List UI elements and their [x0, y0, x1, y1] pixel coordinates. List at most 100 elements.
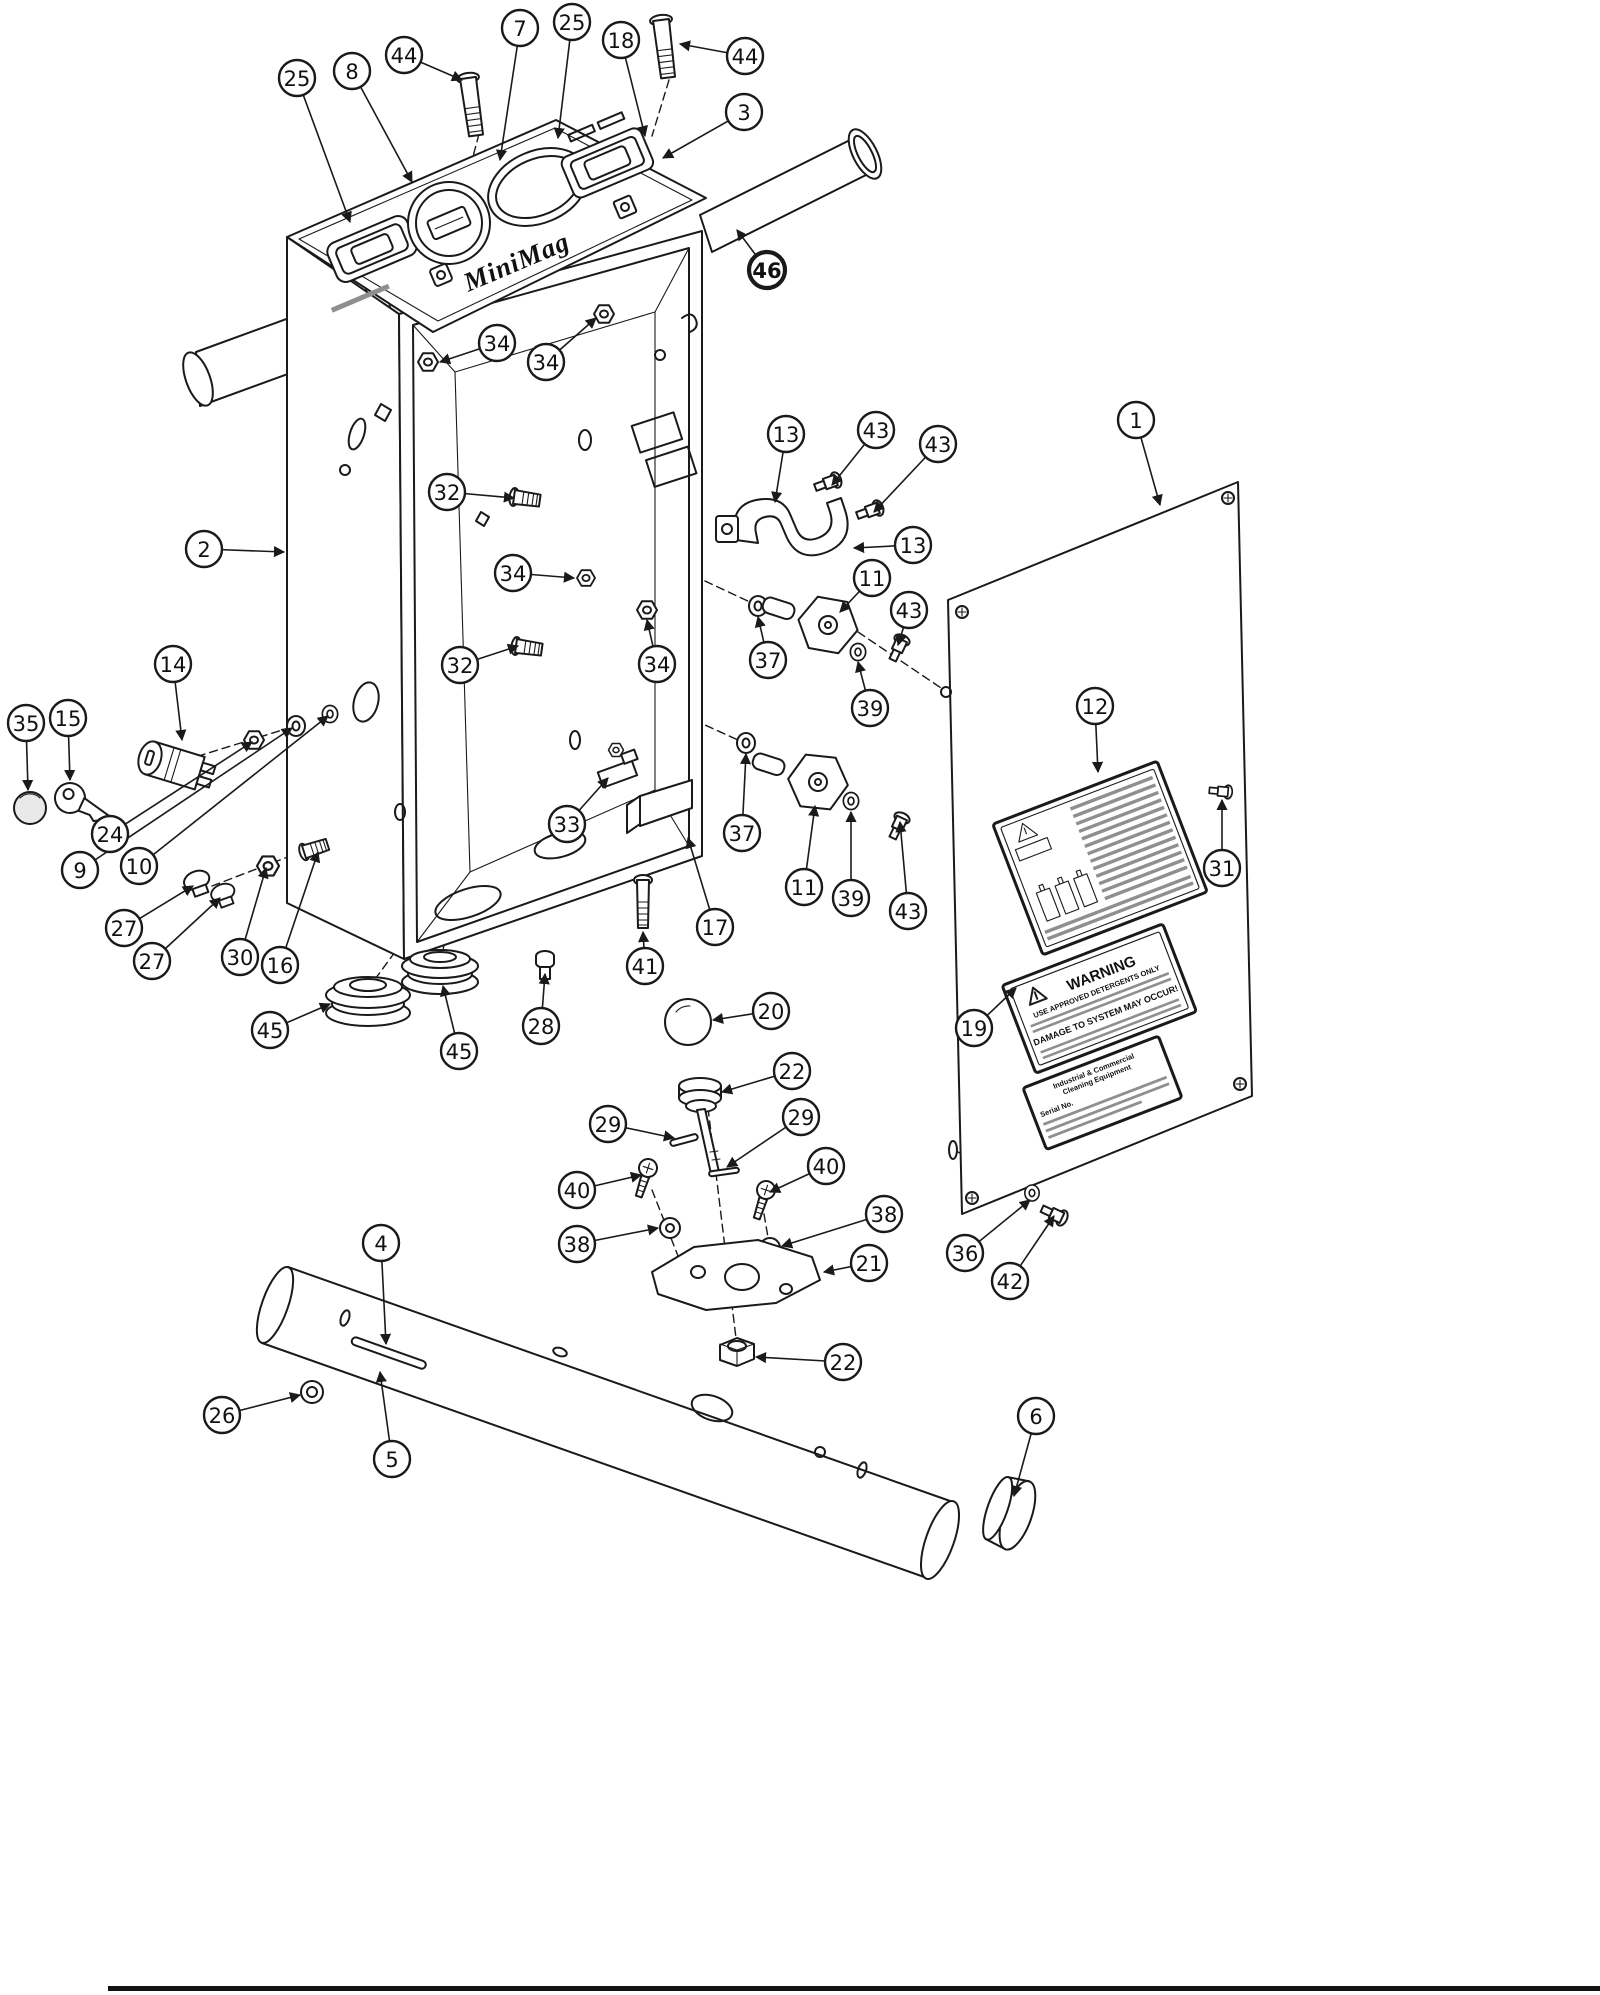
svg-text:15: 15 [55, 707, 82, 731]
svg-text:7: 7 [513, 17, 526, 41]
callout-40: 40 [768, 1146, 846, 1193]
svg-text:4: 4 [374, 1232, 387, 1256]
svg-text:39: 39 [857, 697, 884, 721]
ball-knob-20 [664, 998, 712, 1046]
svg-text:43: 43 [896, 599, 923, 623]
callout-39: 39 [831, 810, 871, 918]
callout-35: 35 [6, 703, 46, 792]
callout-44: 44 [384, 35, 464, 82]
callout-13: 13 [766, 414, 806, 504]
callout-17: 17 [685, 836, 735, 947]
callout-1: 1 [1116, 400, 1163, 507]
callout-10: 10 [119, 715, 329, 886]
callout-22: 22 [754, 1342, 863, 1382]
callout-4: 4 [361, 1223, 401, 1346]
svg-text:28: 28 [528, 1015, 555, 1039]
svg-text:27: 27 [139, 950, 166, 974]
svg-text:10: 10 [126, 855, 153, 879]
screw-44 [648, 12, 680, 80]
screw-41 [633, 874, 653, 929]
svg-text:26: 26 [209, 1404, 236, 1428]
callout-13: 13 [852, 525, 933, 565]
console-body [286, 230, 703, 960]
detergent-knob-11 [784, 752, 852, 812]
callout-26: 26 [202, 1392, 302, 1435]
svg-text:13: 13 [900, 534, 927, 558]
svg-text:34: 34 [644, 653, 671, 677]
callout-27: 27 [104, 885, 194, 948]
svg-text:31: 31 [1209, 857, 1236, 881]
svg-text:43: 43 [863, 419, 890, 443]
svg-text:6: 6 [1029, 1405, 1042, 1429]
warning-label: WARNING USE APPROVED DETERGENTS ONLY DAM… [1001, 923, 1198, 1074]
screw-43 [853, 497, 887, 525]
svg-text:20: 20 [758, 1000, 785, 1024]
svg-text:13: 13 [773, 423, 800, 447]
svg-text:34: 34 [484, 332, 511, 356]
washer-39 [849, 642, 867, 662]
grommet-45 [325, 976, 411, 1027]
callout-43: 43 [888, 820, 928, 931]
callout-31: 31 [1202, 798, 1242, 888]
svg-text:45: 45 [257, 1019, 284, 1043]
cap-35 [13, 791, 47, 825]
callout-29: 29 [588, 1104, 676, 1144]
screw-40 [747, 1177, 779, 1223]
callout-46: 46 [736, 229, 788, 291]
callout-16: 16 [260, 850, 321, 985]
callout-9: 9 [60, 727, 293, 890]
callout-11: 11 [784, 804, 824, 907]
svg-text:2: 2 [197, 538, 210, 562]
end-cap-6 [982, 1476, 1037, 1551]
svg-text:43: 43 [925, 433, 952, 457]
callout-27: 27 [132, 897, 221, 981]
callout-18: 18 [601, 20, 648, 138]
roll-pin-29 [669, 1133, 699, 1147]
bumper-grommet-26 [300, 1380, 324, 1404]
corner-bracket-17 [626, 779, 693, 834]
callout-8: 8 [332, 51, 413, 183]
hex-nut-34 [636, 600, 658, 620]
svg-text:16: 16 [267, 954, 294, 978]
svg-text:14: 14 [160, 653, 187, 677]
callout-19: 19 [954, 987, 1017, 1048]
lower-handle-tube [255, 1266, 961, 1580]
callout-45: 45 [439, 984, 479, 1071]
gauge-meter [407, 181, 491, 265]
key-switch-14 [137, 740, 217, 791]
svg-text:22: 22 [830, 1351, 857, 1375]
svg-text:29: 29 [595, 1113, 622, 1137]
roll-pin-29 [708, 1166, 740, 1178]
washer-9 [286, 715, 306, 737]
callout-45: 45 [250, 1002, 332, 1050]
callout-40: 40 [557, 1170, 643, 1210]
callout-34: 34 [637, 618, 677, 684]
callout-43: 43 [873, 424, 958, 513]
svg-text:45: 45 [446, 1040, 473, 1064]
callout-36: 36 [945, 1199, 1031, 1273]
callout-25: 25 [277, 58, 352, 224]
svg-text:30: 30 [227, 946, 254, 970]
callout-32: 32 [427, 472, 516, 512]
washer-10 [321, 704, 339, 724]
svg-text:41: 41 [632, 955, 659, 979]
rocker-switch-right [560, 127, 655, 199]
callout-7: 7 [495, 8, 540, 162]
svg-text:37: 37 [755, 649, 782, 673]
callout-3: 3 [662, 92, 764, 159]
hex-nut-34 [417, 352, 439, 372]
callout-34: 34 [438, 323, 517, 365]
badge [612, 194, 638, 220]
svg-text:36: 36 [952, 1242, 979, 1266]
svg-text:34: 34 [533, 351, 560, 375]
screw-43 [884, 809, 913, 843]
hex-nut-34 [593, 304, 615, 324]
hex-nut [607, 742, 625, 758]
svg-text:1: 1 [1129, 409, 1142, 433]
screw-43 [811, 469, 845, 497]
callout-44: 44 [678, 36, 765, 76]
callout-34: 34 [526, 317, 597, 382]
svg-text:38: 38 [564, 1233, 591, 1257]
callout-15: 15 [48, 698, 88, 782]
svg-text:40: 40 [564, 1179, 591, 1203]
